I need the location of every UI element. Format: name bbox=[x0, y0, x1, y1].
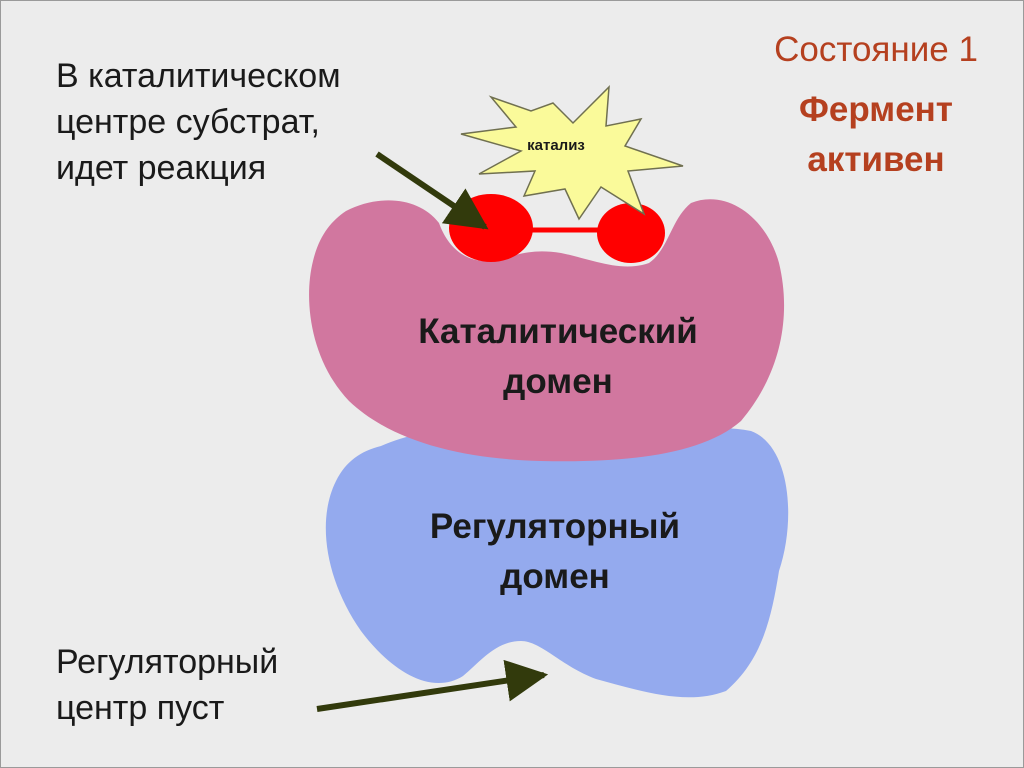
catalytic-domain-label: Каталитический домен bbox=[358, 307, 758, 407]
state-description-line-2: активен bbox=[807, 140, 945, 179]
substrate-left bbox=[449, 194, 533, 262]
substrate-annotation: В каталитическом центре субстрат, идет р… bbox=[56, 53, 341, 191]
regulatory-annotation: Регуляторный центр пуст bbox=[56, 639, 278, 731]
substrate-annotation-line-2: центре субстрат, bbox=[56, 103, 320, 141]
arrow-to-catalytic-site bbox=[375, 151, 489, 230]
regulatory-annotation-line-2: центр пуст bbox=[56, 689, 225, 727]
regulatory-domain-label-line-1: Регуляторный bbox=[429, 507, 681, 546]
catalysis-label: катализ bbox=[527, 137, 585, 154]
substrate-annotation-line-1: В каталитическом bbox=[56, 57, 341, 95]
catalytic-domain-label-line-1: Каталитический bbox=[418, 312, 698, 351]
regulatory-domain-label-line-2: домен bbox=[500, 557, 610, 596]
catalytic-domain-label-line-2: домен bbox=[503, 362, 613, 401]
substrate-annotation-line-3: идет реакция bbox=[56, 149, 267, 187]
substrate-right bbox=[597, 203, 665, 263]
regulatory-domain-shape bbox=[325, 428, 789, 698]
catalysis-burst bbox=[460, 85, 684, 221]
catalytic-domain-shape bbox=[309, 199, 785, 462]
regulatory-annotation-line-1: Регуляторный bbox=[56, 643, 279, 681]
state-description: Фермент активен bbox=[721, 85, 1023, 185]
regulatory-domain-label: Регуляторный домен bbox=[355, 502, 755, 602]
state-description-line-1: Фермент bbox=[799, 90, 953, 129]
state-title: Состояние 1 bbox=[774, 30, 978, 69]
arrow-to-regulatory-site bbox=[316, 659, 549, 712]
